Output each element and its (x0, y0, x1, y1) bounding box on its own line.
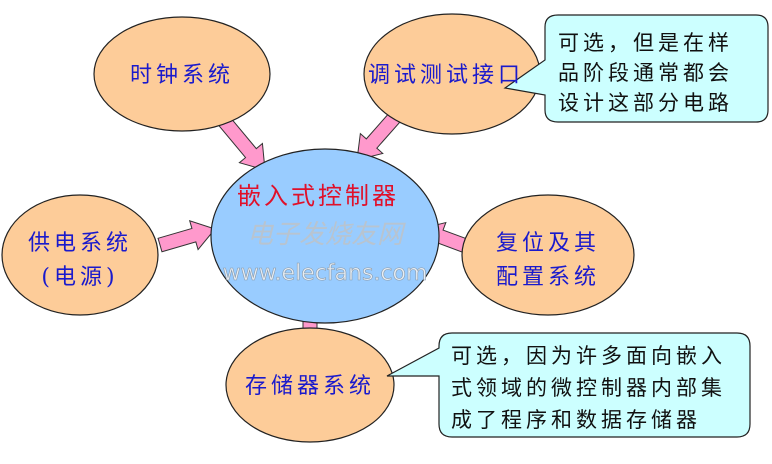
node-clock (93, 16, 271, 132)
watermark-url: www.elecfans.com (223, 261, 428, 286)
label-reset-1: 复位及其 (496, 231, 600, 256)
label-center: 嵌入式控制器 (237, 182, 399, 210)
label-debug: 调试测试接口 (368, 63, 524, 88)
note-storage-3: 成了程序和数据存储器 (451, 408, 701, 432)
node-storage (225, 327, 395, 443)
node-reset (461, 194, 635, 316)
label-storage: 存储器系统 (245, 374, 375, 399)
label-clock: 时钟系统 (130, 63, 234, 88)
label-power-1: 供电系统 (28, 231, 132, 256)
label-power-2: (电源) (41, 265, 118, 290)
node-center (210, 148, 440, 324)
arrow-power (157, 219, 216, 253)
note-storage-1: 可选，因为许多面向嵌入 (451, 344, 726, 368)
watermark-cn: 电子发烧友网 (247, 220, 406, 250)
node-power (1, 194, 159, 316)
note-debug-3: 设计这部分电路 (558, 91, 733, 115)
label-reset-2: 配置系统 (496, 265, 600, 290)
note-debug-2: 品阶段通常都会 (558, 61, 733, 85)
note-debug-1: 可选，但是在样 (558, 31, 733, 55)
note-storage-2: 式领域的微控制器内部集 (451, 376, 726, 400)
callout-debug (503, 14, 769, 123)
callout-storage (386, 332, 751, 438)
